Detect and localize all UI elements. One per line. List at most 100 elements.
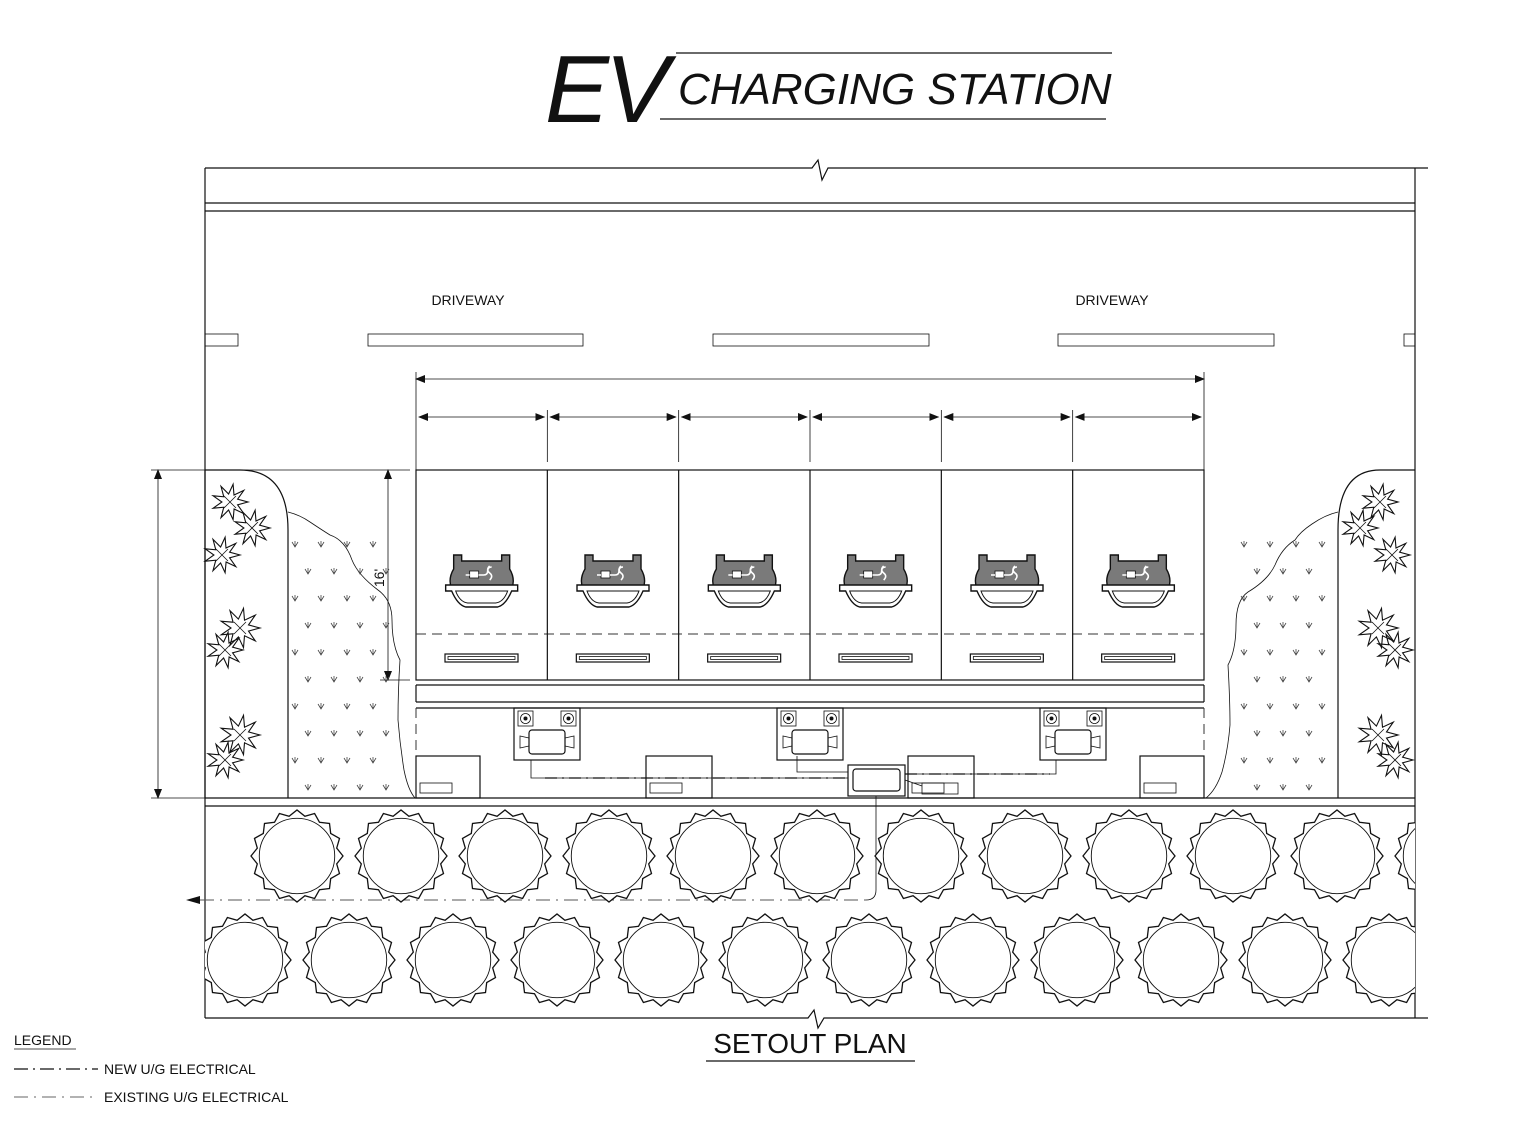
site-boundary — [204, 158, 1428, 1030]
tree-icon — [562, 809, 656, 903]
shrub-icon — [233, 508, 273, 548]
groundcover-mark — [343, 757, 351, 764]
wheel-stop-inner — [841, 656, 910, 660]
groundcover-mark — [291, 757, 299, 764]
groundcover-mark — [1266, 595, 1274, 602]
curb-strip — [205, 684, 1415, 807]
tree-icon — [1394, 822, 1415, 890]
groundcover-mark — [291, 649, 299, 656]
tree-icon — [1238, 913, 1332, 1007]
groundcover-mark — [1240, 703, 1248, 710]
groundcover-mark — [304, 568, 312, 575]
tree-icon — [770, 809, 864, 903]
groundcover-mark — [343, 649, 351, 656]
groundcover-mark — [382, 568, 390, 575]
groundcover-mark — [1292, 595, 1300, 602]
groundcover-mark — [382, 784, 390, 791]
groundcover-mark — [1266, 703, 1274, 710]
drawing-title: EV CHARGING STATION — [545, 36, 1112, 143]
depth-dimension-label: 16' — [371, 569, 387, 587]
wheel-stop-inner — [1104, 656, 1173, 660]
tree-icon — [354, 809, 448, 903]
shrub-icon — [1341, 508, 1381, 548]
groundcover-mark — [1318, 703, 1326, 710]
wheel-stop — [838, 653, 913, 663]
shrub-icon — [206, 630, 246, 670]
groundcover-mark — [330, 676, 338, 683]
shrub-icon — [1376, 740, 1416, 780]
tree-icon — [1499, 810, 1536, 902]
tree-icon — [1447, 914, 1536, 1006]
tree-icon — [1082, 809, 1176, 903]
groundcover-mark — [1318, 757, 1326, 764]
driveway-label-right: DRIVEWAY — [1075, 292, 1149, 308]
groundcover-mark — [382, 676, 390, 683]
shrub-icon — [1373, 535, 1413, 575]
groundcover-mark — [1292, 649, 1300, 656]
groundcover-mark — [1266, 649, 1274, 656]
ev-charger-icon — [576, 554, 650, 608]
utility-pad — [645, 755, 713, 799]
utility-pad-label-box — [649, 782, 683, 794]
groundcover-mark — [1253, 676, 1261, 683]
hedge-trees — [205, 809, 1536, 1007]
groundcover-mark — [304, 622, 312, 629]
title-prefix: EV — [545, 36, 677, 143]
shrub-icon — [203, 535, 243, 575]
shrub-icon — [1357, 606, 1401, 650]
groundcover-mark — [304, 730, 312, 737]
tree-icon — [978, 809, 1072, 903]
groundcover-mark — [1318, 541, 1326, 548]
groundcover-mark — [1318, 649, 1326, 656]
utility-pad-label-box — [1143, 782, 1177, 794]
tree-icon — [926, 913, 1020, 1007]
groundcover-mark — [343, 595, 351, 602]
legend: LEGEND NEW U/G ELECTRICAL EXISTING U/G E… — [14, 1032, 289, 1105]
landscape-left — [203, 469, 416, 799]
groundcover-mark — [1240, 595, 1248, 602]
legend-heading: LEGEND — [14, 1032, 72, 1048]
utility-pad — [415, 755, 481, 799]
groundcover-mark — [356, 784, 364, 791]
tree-icon — [406, 913, 500, 1007]
shrub-icon — [1361, 482, 1401, 522]
charger-pedestal — [776, 707, 844, 761]
groundcover-mark — [291, 595, 299, 602]
groundcover-mark — [317, 703, 325, 710]
groundcover-mark — [343, 703, 351, 710]
legend-item-existing: EXISTING U/G ELECTRICAL — [104, 1089, 289, 1105]
wheel-stop — [444, 653, 519, 663]
groundcover-mark — [317, 595, 325, 602]
groundcover-mark — [1318, 595, 1326, 602]
wheel-stop-inner — [578, 656, 647, 660]
wheel-stop — [707, 653, 782, 663]
title-main: CHARGING STATION — [678, 65, 1112, 114]
groundcover-mark — [330, 622, 338, 629]
groundcover-mark — [356, 568, 364, 575]
new-ug-electrical-run — [530, 756, 1057, 797]
groundcover-mark — [1305, 622, 1313, 629]
tree-icon — [458, 809, 552, 903]
shrub-icon — [219, 606, 263, 650]
tree-icon — [1342, 913, 1415, 1007]
groundcover-mark — [1266, 541, 1274, 548]
groundcover-mark — [1305, 730, 1313, 737]
tree-icon — [614, 913, 708, 1007]
groundcover-mark — [304, 676, 312, 683]
groundcover-mark — [330, 730, 338, 737]
groundcover-mark — [291, 703, 299, 710]
tree-icon — [1030, 913, 1124, 1007]
driveway-label-left: DRIVEWAY — [431, 292, 505, 308]
shrub-icon — [1357, 713, 1401, 757]
groundcover-mark — [1292, 757, 1300, 764]
groundcover-mark — [330, 568, 338, 575]
wheel-stop-inner — [972, 656, 1041, 660]
lane-markings — [204, 333, 1416, 347]
shrub-icon — [1376, 630, 1416, 670]
groundcover-mark — [369, 649, 377, 656]
groundcover-mark — [1305, 676, 1313, 683]
tree-icon — [874, 809, 968, 903]
groundcover-mark — [291, 541, 299, 548]
groundcover-mark — [304, 784, 312, 791]
groundcover-mark — [1279, 784, 1287, 791]
